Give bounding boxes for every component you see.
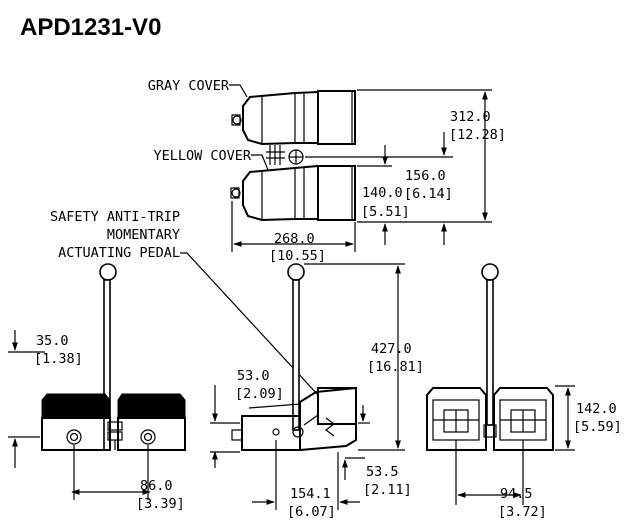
dim-268-mm: 268.0 <box>274 231 315 247</box>
dim-156-mm: 156.0 <box>405 168 446 184</box>
dim-312-in: [12.28] <box>449 127 506 143</box>
pedal-label-line1: SAFETY ANTI-TRIP <box>50 209 180 225</box>
dim-86-mm: 86.0 <box>140 478 173 494</box>
dim-53-in: [2.09] <box>235 386 284 402</box>
dim-35-in: [1.38] <box>34 351 83 367</box>
dim-140-mm: 140.0 <box>362 185 403 201</box>
dim-427-in: [16.81] <box>367 359 424 375</box>
dim-94-mm: 94.5 <box>500 486 533 502</box>
side-view <box>210 263 405 510</box>
gray-cover-pedal <box>231 90 356 146</box>
dim-154-mm: 154.1 <box>290 486 331 502</box>
dim-53-5-in: [2.11] <box>363 482 412 498</box>
yellow-cover-pedal <box>230 164 356 222</box>
dim-140-in: [5.51] <box>361 204 410 220</box>
top-view <box>229 84 492 252</box>
pedal-label-line2: MOMENTARY <box>107 227 180 243</box>
rear-view <box>426 263 575 505</box>
drawing-title: APD1231-V0 <box>20 14 162 41</box>
dim-94-in: [3.72] <box>498 504 547 520</box>
dim-142-in: [5.59] <box>573 419 622 435</box>
pedal-link <box>266 145 304 165</box>
yellow-cover-label: YELLOW COVER <box>153 148 251 164</box>
dim-35-mm: 35.0 <box>36 333 69 349</box>
front-view <box>8 263 186 500</box>
dim-312-mm: 312.0 <box>450 109 491 125</box>
gray-cover-label: GRAY COVER <box>148 78 230 94</box>
dim-142-mm: 142.0 <box>576 401 617 417</box>
dim-268-in: [10.55] <box>269 248 326 264</box>
dim-156-in: [6.14] <box>404 186 453 202</box>
dim-53-5-mm: 53.5 <box>366 464 399 480</box>
pedal-label-line3: ACTUATING PEDAL <box>58 245 180 261</box>
dim-427-mm: 427.0 <box>371 341 412 357</box>
dim-154-in: [6.07] <box>287 504 336 520</box>
dim-53-mm: 53.0 <box>237 368 270 384</box>
dim-86-in: [3.39] <box>136 496 185 512</box>
